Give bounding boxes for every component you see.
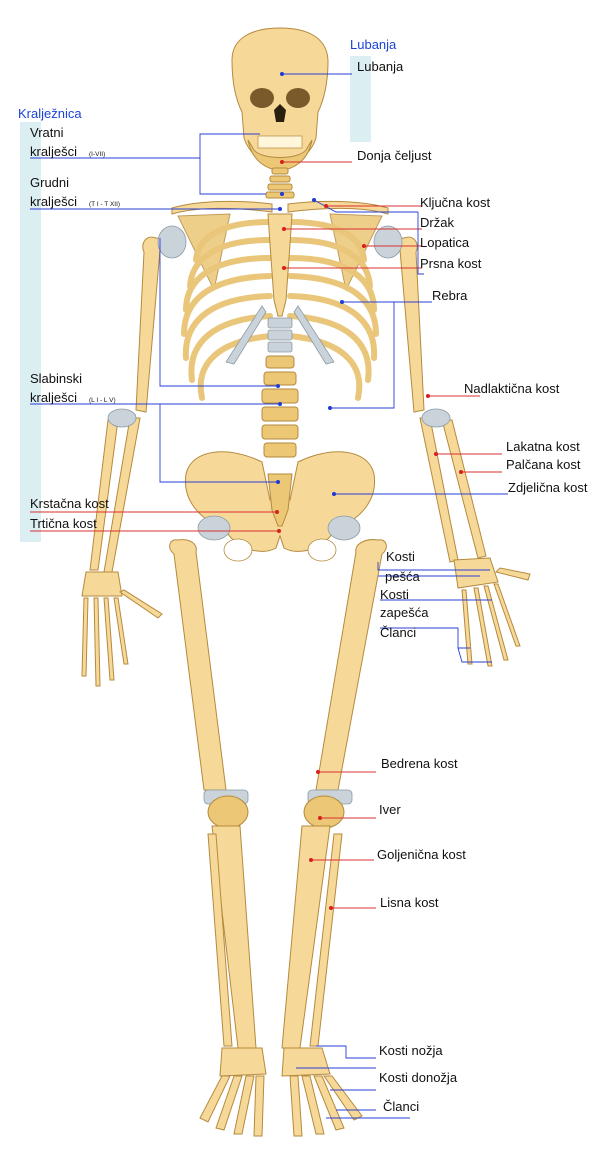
- left-fibula: [207, 833, 233, 1047]
- label-slabinski-range: (L I - L V): [89, 397, 116, 404]
- left-patella: [207, 795, 249, 829]
- label-kosti-zapesca-2: zapešća: [380, 605, 429, 620]
- label-slabinski-2: kralješci: [30, 390, 77, 405]
- left-hand: [81, 571, 163, 687]
- right-hip-joint: [327, 515, 361, 541]
- label-clanci-noga: Članci: [383, 1099, 419, 1114]
- label-clanci-ruka: Članci: [380, 625, 416, 640]
- label-grudni-2: kralješci: [30, 194, 77, 209]
- label-kosti-zapesca-1: Kosti: [380, 587, 409, 602]
- marker-dots: [275, 72, 463, 910]
- kraljeznica-band: [20, 122, 41, 542]
- label-iver: Iver: [379, 802, 401, 817]
- label-kosti-pesca-2: pešća: [385, 569, 420, 584]
- label-prsna: Prsna kost: [420, 256, 482, 271]
- left-hip-joint: [197, 515, 231, 541]
- label-bedrena: Bedrena kost: [381, 756, 458, 771]
- group-lubanja: Lubanja: [350, 37, 397, 52]
- label-vratni-1: Vratni: [30, 125, 64, 140]
- label-zdjelicna: Zdjelična kost: [508, 480, 588, 495]
- leader-lines: [30, 73, 508, 1119]
- label-lakatna: Lakatna kost: [506, 439, 580, 454]
- lubanja-band: [350, 56, 371, 142]
- rib-cage: [181, 219, 379, 401]
- left-elbow: [107, 408, 137, 428]
- label-krstacna: Krstačna kost: [30, 496, 109, 511]
- left-shoulder-joint: [157, 225, 187, 259]
- label-palcana: Palčana kost: [506, 457, 581, 472]
- nasal-cavity: [274, 104, 286, 122]
- cervical-spine: [265, 167, 295, 199]
- label-kljucna: Ključna kost: [420, 195, 490, 210]
- right-shoulder-joint: [373, 225, 403, 259]
- sternum: [267, 213, 293, 317]
- label-nadlakticna: Nadlaktična kost: [464, 381, 560, 396]
- left-clavicle: [171, 200, 273, 215]
- label-kosti-donozja: Kosti donožja: [379, 1070, 458, 1085]
- label-vratni-range: (I-VII): [89, 151, 105, 158]
- skull: [231, 27, 329, 165]
- left-humerus: [135, 236, 163, 413]
- label-drzak: Držak: [420, 215, 454, 230]
- right-clavicle: [287, 200, 389, 215]
- label-donja-celjust: Donja čeljust: [357, 148, 432, 163]
- left-foot: [199, 1047, 267, 1137]
- right-elbow: [421, 408, 451, 428]
- thoracic-lumbar-spine: [261, 317, 299, 458]
- label-kosti-nozja: Kosti nožja: [379, 1043, 443, 1058]
- right-femur: [315, 539, 387, 791]
- label-lopatica: Lopatica: [420, 235, 470, 250]
- teeth: [257, 135, 303, 149]
- skeleton-figure: [81, 27, 531, 1137]
- left-orbit: [250, 88, 274, 108]
- left-obturator: [223, 538, 253, 562]
- label-trticna: Trtična kost: [30, 516, 97, 531]
- left-scapula: [177, 213, 231, 292]
- label-kosti-pesca-1: Kosti: [386, 549, 415, 564]
- label-goljenicna: Goljenična kost: [377, 847, 466, 862]
- label-vratni-2: kralješci: [30, 144, 77, 159]
- label-lubanja: Lubanja: [357, 59, 404, 74]
- label-lisna: Lisna kost: [380, 895, 439, 910]
- right-orbit: [286, 88, 310, 108]
- group-kraljeznica: Kralježnica: [18, 106, 82, 121]
- label-rebra: Rebra: [432, 288, 468, 303]
- right-foot: [281, 1047, 363, 1137]
- sacrum: [267, 473, 293, 527]
- label-grudni-1: Grudni: [30, 175, 69, 190]
- right-obturator: [307, 538, 337, 562]
- right-patella: [303, 795, 345, 829]
- label-slabinski-1: Slabinski: [30, 371, 82, 386]
- right-hand: [453, 557, 531, 667]
- label-grudni-range: (T I - T XII): [89, 201, 120, 208]
- mandible: [247, 139, 313, 171]
- left-femur: [169, 539, 227, 791]
- right-scapula: [329, 213, 383, 292]
